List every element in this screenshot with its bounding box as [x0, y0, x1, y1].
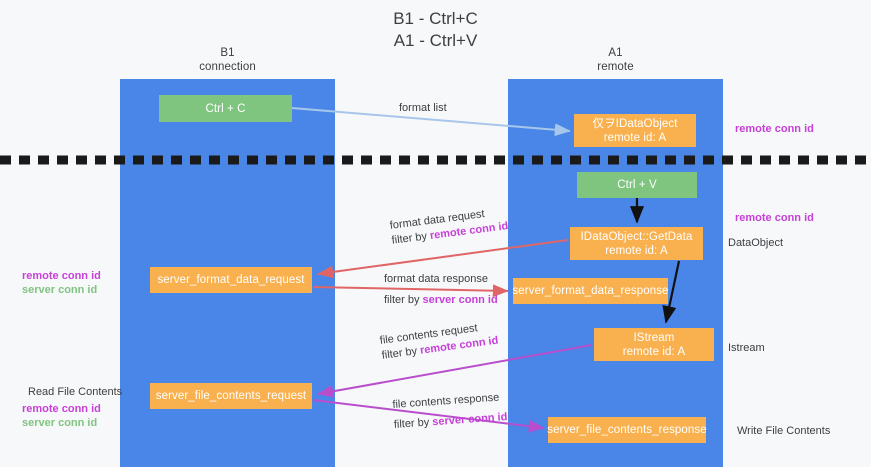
lane-header-a1-name: A1 [608, 47, 623, 59]
node-server-file-contents-response-label: server_file_contents_response [547, 424, 707, 436]
node-idataobject[interactable]: 仅ヲIDataObject remote id: A [574, 114, 696, 147]
node-getdata-line-2: remote id: A [605, 244, 668, 257]
annotation-left-remote-conn-id-2: remote conn id [22, 403, 101, 415]
node-server-file-contents-response[interactable]: server_file_contents_response [547, 417, 707, 443]
node-istream[interactable]: IStream remote id: A [594, 328, 714, 361]
node-server-format-data-response-label: server_format_data_response [512, 285, 669, 297]
filter-key-server-conn-id: server conn id [431, 411, 508, 429]
node-server-format-data-response[interactable]: server_format_data_response [512, 278, 669, 304]
annotation-right-dataobject: DataObject [728, 237, 784, 249]
node-ctrl-v[interactable]: Ctrl + V [577, 172, 697, 198]
node-idataobject-line-2: remote id: A [603, 131, 667, 144]
edge-label-format-list-text: format list [399, 102, 447, 114]
annotation-left-conn-ids-top: remote conn id server conn id [22, 269, 101, 297]
edge-label-format-data-response-text: format data response [384, 273, 488, 285]
lane-header-b1-name: B1 [220, 47, 235, 59]
edge-file-contents-response [312, 399, 545, 433]
annotation-left-remote-conn-id-1: remote conn id [22, 270, 101, 282]
node-server-file-contents-request[interactable]: server_file_contents_request [150, 383, 312, 409]
filter-prefix: filter by [393, 416, 433, 431]
node-ctrl-c-label: Ctrl + C [205, 102, 246, 115]
lane-header-b1-role: connection [199, 61, 256, 73]
filter-prefix: filter by [391, 230, 431, 247]
filter-prefix: filter by [384, 294, 423, 306]
annotation-left-server-conn-id-1: server conn id [22, 284, 98, 296]
node-server-format-data-request[interactable]: server_format_data_request [150, 267, 312, 293]
filter-prefix: filter by [381, 344, 421, 362]
node-server-file-contents-request-label: server_file_contents_request [155, 390, 307, 402]
annotation-right-remote-conn-id-top: remote conn id [735, 123, 814, 135]
edge-label-format-data-response-filter: filter by server conn id [384, 293, 498, 308]
node-idataobject-line-1: 仅ヲIDataObject [592, 117, 678, 130]
page-title-line-1: B1 - Ctrl+C [393, 9, 478, 28]
edge-label-format-data-response: format data response filter by server co… [384, 272, 498, 308]
annotation-right-istream: Istream [728, 342, 765, 354]
node-istream-line-2: remote id: A [622, 345, 686, 358]
node-ctrl-c[interactable]: Ctrl + C [159, 95, 292, 122]
node-getdata-line-1: IDataObject::GetData [580, 230, 693, 243]
lane-header-b1: B1 connection [120, 46, 335, 74]
edge-format-data-request [317, 239, 569, 279]
lane-header-a1: A1 remote [508, 46, 723, 74]
annotation-right-write-file-contents: Write File Contents [737, 425, 831, 437]
annotation-right-remote-conn-id-mid: remote conn id [735, 212, 814, 224]
node-ctrl-v-label: Ctrl + V [617, 179, 657, 191]
node-server-format-data-request-label: server_format_data_request [157, 274, 305, 286]
edge-format-list [291, 107, 571, 137]
page-title: B1 - Ctrl+C A1 - Ctrl+V [0, 8, 871, 52]
annotation-left-server-conn-id-2: server conn id [22, 417, 98, 429]
edge-label-format-list: format list [399, 101, 447, 116]
edge-format-data-response [312, 284, 509, 298]
lane-header-a1-role: remote [597, 61, 634, 73]
edge-getdata-to-istream [662, 260, 681, 324]
page-title-line-2: A1 - Ctrl+V [393, 31, 478, 50]
edge-file-contents-request [317, 344, 593, 398]
filter-key-server-conn-id: server conn id [422, 294, 498, 306]
annotation-left-conn-ids-bottom: remote conn id server conn id [22, 402, 101, 430]
annotation-left-read-file-contents: Read File Contents [28, 386, 123, 398]
node-idataobject-getdata[interactable]: IDataObject::GetData remote id: A [570, 227, 703, 260]
node-istream-line-1: IStream [633, 331, 675, 344]
